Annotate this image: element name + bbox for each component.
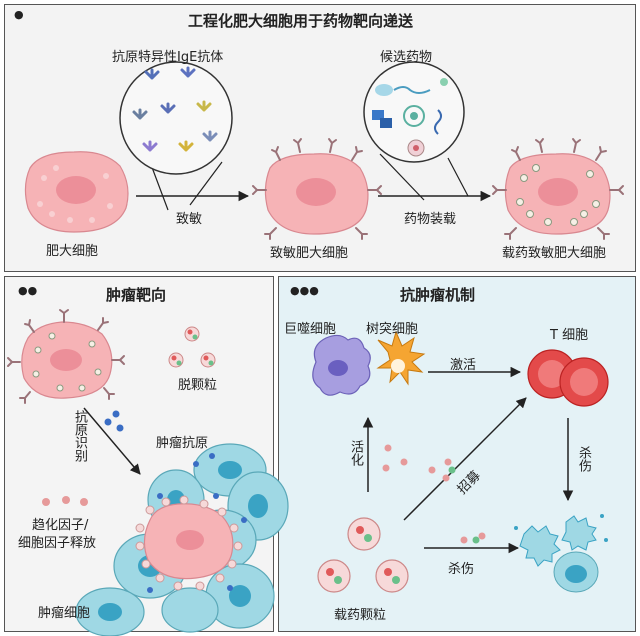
tumor-cell-label: 肿瘤细胞: [38, 606, 91, 621]
antibody-bubble: [119, 61, 233, 211]
sensitized-mast-cell: [252, 138, 382, 240]
panel1-marker: ●: [14, 8, 24, 21]
kill-label-horizontal: 杀伤: [448, 562, 475, 577]
tumor-antigen-label: 肿瘤抗原: [156, 436, 209, 451]
antigen-recognition-label: 抗原识别: [72, 410, 87, 462]
drug-label: 候选药物: [380, 50, 433, 65]
dying-tumor-cells: [514, 514, 608, 593]
attacking-mast-cell: [135, 453, 247, 593]
macrophage-cell: [312, 334, 371, 396]
drug-granules: [317, 517, 409, 593]
degranulation-granules: [168, 326, 216, 368]
sensitized-cell-label: 致敏肥大细胞: [270, 246, 349, 261]
drug-granules-label: 载药颗粒: [334, 608, 387, 623]
recruit-arrow: [403, 397, 527, 521]
chemokine-dots: [42, 496, 88, 506]
kill-label-vertical: 杀伤: [576, 446, 591, 472]
targeting-mast-cell: [7, 309, 125, 404]
dendritic-label: 树突细胞: [366, 322, 419, 337]
activate-label: 激活: [450, 358, 477, 373]
loaded-cell-label: 载药致敏肥大细胞: [502, 246, 607, 261]
chemokine-label-1: 趋化因子/: [32, 518, 89, 533]
sensitize-label: 致敏: [176, 212, 203, 227]
panel3-marker: ●●●: [290, 284, 319, 297]
mast-cell-label: 肥大细胞: [46, 244, 99, 259]
panel3-cytokines: [382, 444, 486, 544]
panel2-marker: ●●: [18, 284, 38, 297]
drug-bubble: [363, 61, 469, 201]
panel3-green-dots: [448, 466, 480, 544]
degranulation-label: 脱颗粒: [178, 378, 218, 393]
t-cells: [527, 349, 609, 407]
dendritic-cell: [376, 330, 426, 386]
panel3-title: 抗肿瘤机制: [400, 286, 476, 304]
activation-label: 活化: [348, 440, 363, 466]
panel1-title: 工程化肥大细胞用于药物靶向递送: [188, 12, 414, 30]
macrophage-label: 巨噬细胞: [284, 322, 337, 337]
antigen-dots: [104, 410, 124, 432]
t-cell-label: T 细胞: [550, 328, 589, 343]
panel2-title: 肿瘤靶向: [106, 286, 167, 304]
chemokine-label-2: 细胞因子释放: [18, 536, 97, 551]
loading-label: 药物装载: [404, 212, 457, 227]
recognition-arrow: [83, 407, 141, 475]
antibody-label: 抗原特异性IgE抗体: [112, 50, 224, 65]
drug-loaded-mast-cell: [492, 138, 624, 240]
mast-cell: [24, 151, 129, 233]
